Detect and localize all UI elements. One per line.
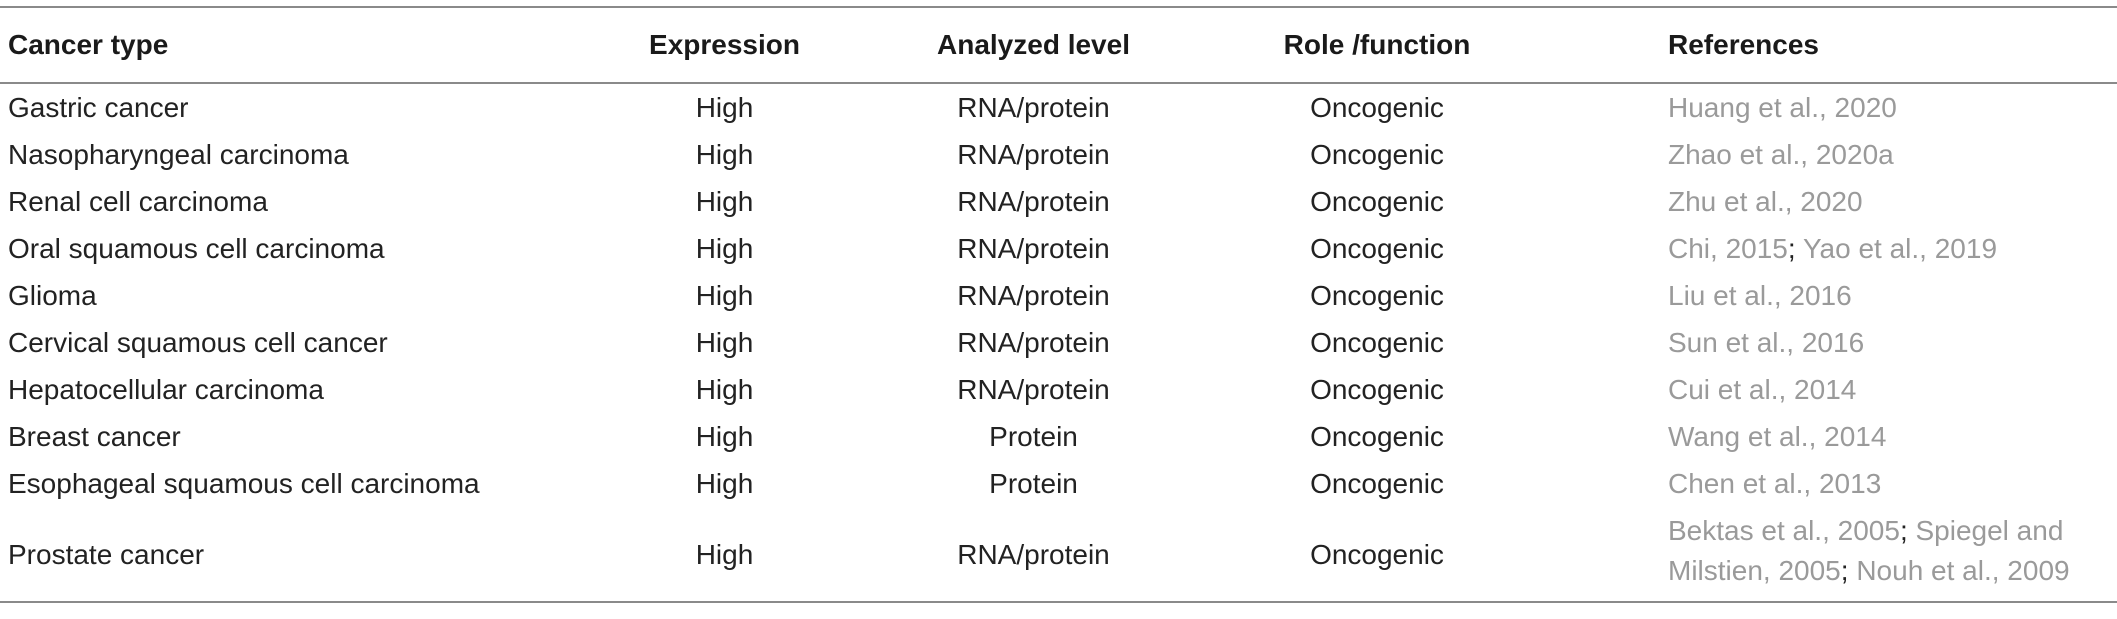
cell-references: Chi, 2015; Yao et al., 2019	[1553, 225, 2117, 272]
cell-role-function: Oncogenic	[1310, 421, 1444, 452]
cell-references: Sun et al., 2016	[1553, 319, 2117, 366]
cell-expression: High	[695, 233, 754, 264]
cell-role-function: Oncogenic	[1310, 280, 1444, 311]
reference-link[interactable]: Yao et al., 2019	[1802, 233, 1998, 264]
header-row: Cancer type Expression Analyzed level Ro…	[0, 7, 2117, 83]
cell-role-function: Oncogenic	[1310, 233, 1444, 264]
cell-role-function: Oncogenic	[1310, 139, 1444, 170]
cell-references: Zhu et al., 2020	[1553, 178, 2117, 225]
reference-link[interactable]: Cui et al., 2014	[1668, 374, 1857, 405]
table-row: Cervical squamous cell cancer High RNA/pro…	[0, 319, 2117, 366]
cell-expression: High	[695, 421, 754, 452]
table-row: Esophageal squamous cell carcinoma High Pr…	[0, 460, 2117, 507]
cancer-expression-table: Cancer type Expression Analyzed level Ro…	[0, 6, 2117, 603]
cell-role-function: Oncogenic	[1310, 374, 1444, 405]
cell-cancer-type: Renal cell carcinoma	[8, 186, 268, 217]
cell-cancer-type: Glioma	[8, 280, 97, 311]
header-cancer-type: Cancer type	[8, 29, 169, 60]
table-row: Oral squamous cell carcinoma High RNA/prot…	[0, 225, 2117, 272]
reference-link[interactable]: Chi, 2015	[1668, 233, 1788, 264]
cell-analyzed-level: RNA/protein	[957, 92, 1110, 123]
cell-expression: High	[695, 92, 754, 123]
reference-link[interactable]: Liu et al., 2016	[1668, 280, 1852, 311]
table-row: Gastric cancer High RNA/protein Oncogenic Hu…	[0, 83, 2117, 131]
cell-cancer-type: Breast cancer	[8, 421, 181, 452]
cell-analyzed-level: RNA/protein	[957, 139, 1110, 170]
reference-link[interactable]: Bektas et al., 2005	[1668, 515, 1900, 546]
cell-role-function: Oncogenic	[1310, 538, 1444, 570]
reference-link[interactable]: Spiegel and Milstien, 2005	[1668, 515, 2064, 586]
cell-references: Bektas et al., 2005; Spiegel and Milstie…	[1553, 507, 2117, 602]
cell-analyzed-level: RNA/protein	[957, 233, 1110, 264]
reference-separator: ;	[1787, 233, 1803, 264]
cell-cancer-type: Oral squamous cell carcinoma	[8, 233, 385, 264]
table-header: Cancer type Expression Analyzed level Ro…	[0, 7, 2117, 83]
reference-separator: ;	[1899, 515, 1916, 546]
cell-analyzed-level: Protein	[989, 468, 1078, 499]
cell-cancer-type: Gastric cancer	[8, 92, 189, 123]
reference-link[interactable]: Huang et al., 2020	[1668, 92, 1897, 123]
cell-cancer-type: Esophageal squamous cell carcinoma	[8, 468, 480, 499]
cell-cancer-type: Cervical squamous cell cancer	[8, 327, 388, 358]
cell-analyzed-level: Protein	[989, 421, 1078, 452]
table-row: Prostate cancer High RNA/protein Oncogenic B…	[0, 507, 2117, 602]
reference-link[interactable]: Chen et al., 2013	[1668, 468, 1882, 499]
cell-expression: High	[695, 538, 754, 570]
header-expression: Expression	[649, 29, 800, 60]
cell-expression: High	[695, 280, 754, 311]
reference-link[interactable]: Zhu et al., 2020	[1668, 186, 1863, 217]
cell-analyzed-level: RNA/protein	[957, 327, 1110, 358]
header-analyzed-level: Analyzed level	[937, 29, 1130, 60]
cell-role-function: Oncogenic	[1310, 186, 1444, 217]
reference-link[interactable]: Sun et al., 2016	[1668, 327, 1865, 358]
cell-references: Wang et al., 2014	[1553, 413, 2117, 460]
cell-expression: High	[695, 139, 754, 170]
table-row: Glioma High RNA/protein Oncogenic Liu et al.…	[0, 272, 2117, 319]
cell-cancer-type: Hepatocellular carcinoma	[8, 374, 324, 405]
cell-expression: High	[695, 327, 754, 358]
cell-role-function: Oncogenic	[1310, 468, 1444, 499]
cell-cancer-type: Nasopharyngeal carcinoma	[8, 139, 349, 170]
header-role-function: Role /function	[1283, 29, 1471, 60]
cell-role-function: Oncogenic	[1310, 327, 1444, 358]
cell-references: Huang et al., 2020	[1553, 83, 2117, 131]
cell-references: Chen et al., 2013	[1553, 460, 2117, 507]
table-row: Renal cell carcinoma High RNA/protein Oncog…	[0, 178, 2117, 225]
reference-link[interactable]: Nouh et al., 2009	[1856, 555, 2070, 586]
cell-cancer-type: Prostate cancer	[8, 538, 205, 570]
cell-role-function: Oncogenic	[1310, 92, 1444, 123]
cell-analyzed-level: RNA/protein	[957, 186, 1110, 217]
table-row: Hepatocellular carcinoma High RNA/protein O…	[0, 366, 2117, 413]
cell-analyzed-level: RNA/protein	[957, 280, 1110, 311]
cell-references: Cui et al., 2014	[1553, 366, 2117, 413]
reference-separator: ;	[1840, 555, 1857, 586]
cell-analyzed-level: RNA/protein	[957, 538, 1110, 570]
cell-expression: High	[695, 186, 754, 217]
cell-expression: High	[695, 374, 754, 405]
header-references: References	[1668, 29, 1819, 60]
cell-references: Liu et al., 2016	[1553, 272, 2117, 319]
table-row: Breast cancer High Protein Oncogenic Wang et…	[0, 413, 2117, 460]
cell-expression: High	[695, 468, 754, 499]
table-row: Nasopharyngeal carcinoma High RNA/protein O…	[0, 131, 2117, 178]
reference-link[interactable]: Zhao et al., 2020a	[1668, 139, 1894, 170]
reference-link[interactable]: Wang et al., 2014	[1668, 421, 1887, 452]
cell-references: Zhao et al., 2020a	[1553, 131, 2117, 178]
cell-analyzed-level: RNA/protein	[957, 374, 1110, 405]
